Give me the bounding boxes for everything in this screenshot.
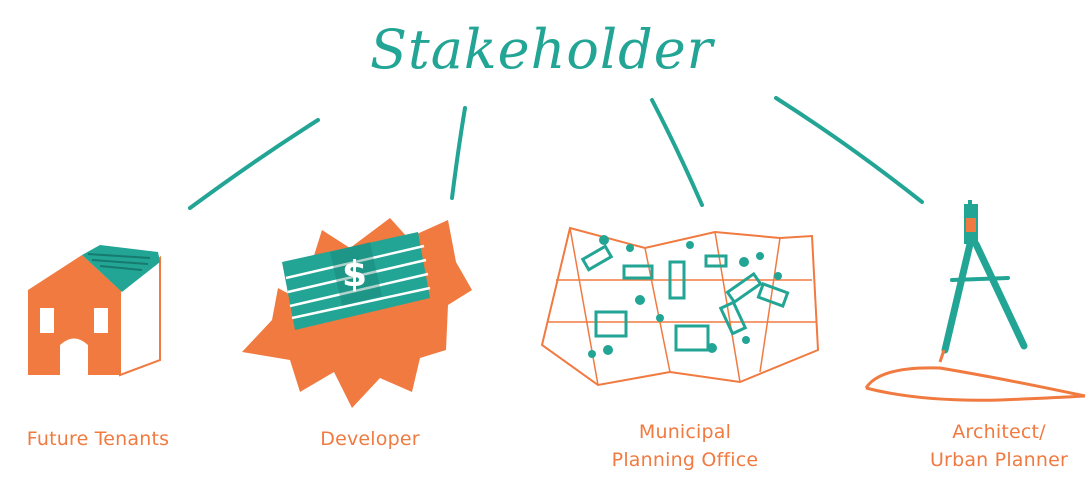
drafting-compass-icon xyxy=(864,200,1086,402)
connector-line-planning-office xyxy=(650,98,704,207)
diagram-title: Stakeholder xyxy=(370,18,714,81)
label-urban-planner: Urban Planner xyxy=(929,449,1069,471)
label-architect: Architect/ xyxy=(952,421,1046,443)
money-stack-icon: $ xyxy=(242,218,472,408)
label-developer: Developer xyxy=(320,428,420,450)
house-icon xyxy=(28,245,161,377)
connector-line-architect xyxy=(774,96,924,204)
label-municipal: Municipal xyxy=(638,421,732,443)
svg-text:$: $ xyxy=(342,254,367,295)
label-future-tenants: Future Tenants xyxy=(26,428,170,450)
connector-line-developer xyxy=(450,106,467,200)
city-map-icon xyxy=(540,226,820,387)
connector-line-tenants xyxy=(188,118,320,210)
label-planning-office: Planning Office xyxy=(611,449,759,471)
